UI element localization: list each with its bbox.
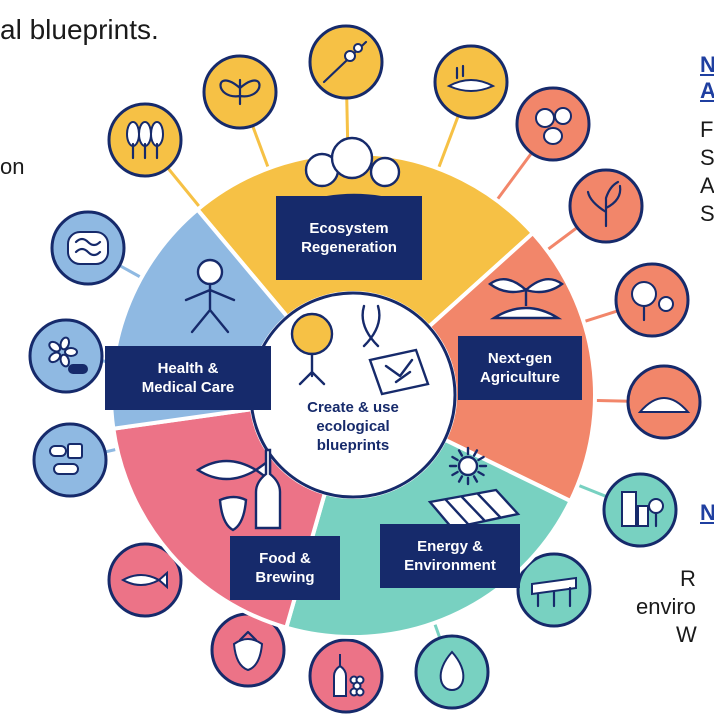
sector-label-line: Agriculture (479, 369, 560, 386)
sun-solar-illustration (427, 446, 521, 530)
city-buildings-icon (602, 472, 678, 548)
right-link-bottom-text[interactable]: N (700, 500, 714, 525)
sector-label-ecosystem: Ecosystem Regeneration (276, 196, 422, 280)
wine-grapes-icon (308, 638, 384, 714)
soil-mound-icon (626, 364, 702, 440)
right-link-top[interactable]: N A (700, 52, 714, 104)
right-link-top-line-2[interactable]: A (700, 78, 714, 103)
sector-label-health: Health & Medical Care (105, 346, 271, 410)
sector-label-energy: Energy & Environment (380, 524, 520, 588)
fish-bottle-illustration (195, 448, 282, 532)
wetland-pond-icon (433, 44, 509, 120)
sector-label-food: Food & Brewing (230, 536, 340, 600)
right-text-bottom-2: enviro (636, 594, 696, 619)
left-text-fragment: on (0, 154, 25, 179)
sector-label-agriculture: Next-gen Agriculture (458, 336, 582, 400)
sprout-illustration (487, 278, 565, 320)
vegetables-icon (515, 86, 591, 162)
right-text-line: S (700, 145, 714, 170)
right-text-bottom-1: R (680, 566, 696, 591)
sector-label-line: Health & (157, 360, 219, 377)
medicine-pills-icon (32, 422, 108, 498)
fruit-tree-icon (614, 262, 690, 338)
sector-label-line: Brewing (255, 569, 315, 586)
right-text-top: F S A S (700, 116, 714, 228)
header-text: al blueprints. (0, 14, 159, 45)
water-drop-icon (414, 634, 490, 710)
center-title-line: blueprints (316, 437, 390, 454)
sector-label-line: Environment (404, 557, 496, 574)
solar-farm-icon (516, 552, 592, 628)
right-text-bottom-3: W (676, 622, 697, 647)
sector-label-line: Regeneration (301, 239, 397, 256)
center-title-line: Create & use (307, 399, 399, 416)
right-link-bottom[interactable]: N (700, 500, 714, 526)
center-hub (249, 291, 457, 499)
sector-label-line: Next-gen (487, 350, 553, 367)
right-text-line: F (700, 117, 714, 142)
sector-label-line: Food & (259, 550, 311, 567)
right-text-line: S (700, 201, 714, 226)
right-text-line: A (700, 173, 714, 198)
forest-trees-icon (107, 102, 183, 178)
center-title-line: ecological (316, 418, 390, 435)
sector-label-line: Medical Care (141, 379, 235, 396)
fish-icon (107, 542, 183, 618)
center-title: Create & use ecological blueprints (286, 398, 420, 455)
sector-label-line: Energy & (417, 538, 483, 555)
hillside-plants-icon (308, 24, 384, 100)
rice-plant-icon (568, 168, 644, 244)
sector-label-line: Ecosystem (309, 220, 389, 237)
right-link-top-line-1[interactable]: N (700, 52, 714, 77)
strawberry-icon (210, 612, 286, 688)
butterfly-icon (202, 54, 278, 130)
tree-dna-map-illustration (290, 304, 430, 396)
flower-capsule-icon (28, 318, 104, 394)
intestine-icon (50, 210, 126, 286)
person-illustration (184, 258, 236, 334)
ecosystem-trees-illustration (298, 136, 412, 206)
